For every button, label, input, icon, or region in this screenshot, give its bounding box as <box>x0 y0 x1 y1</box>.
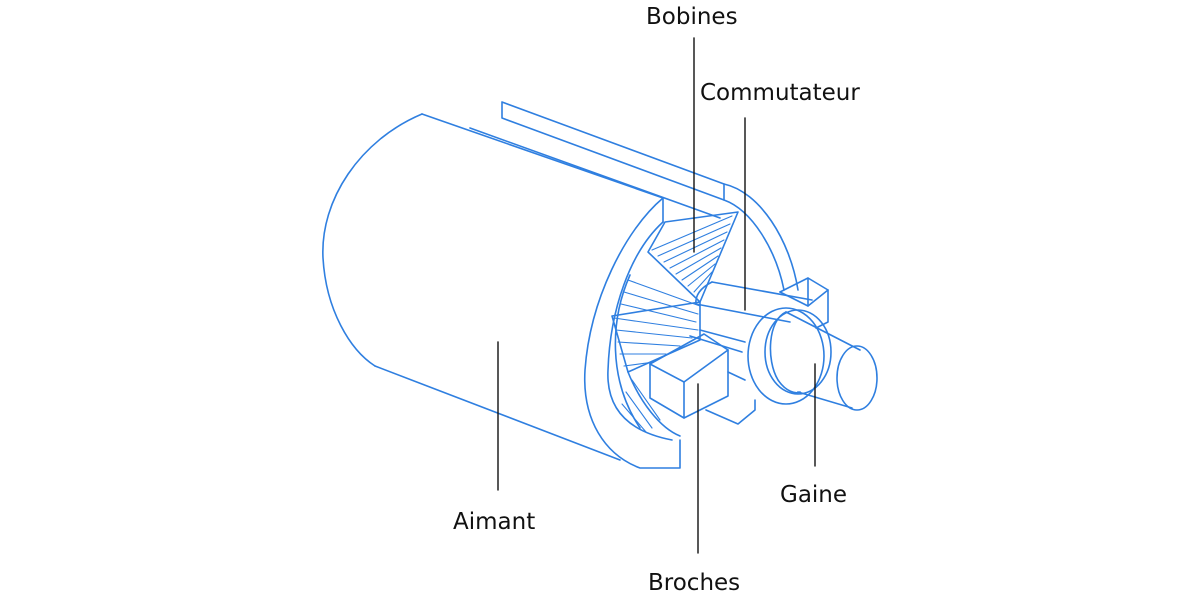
magnet-cylinder <box>322 113 681 469</box>
back-housing <box>469 101 799 291</box>
rear-brush <box>779 277 829 329</box>
motor-drawing <box>322 101 878 469</box>
label-gaine: Gaine <box>780 482 848 508</box>
label-aimant: Aimant <box>453 509 536 535</box>
leader-lines <box>497 37 816 554</box>
armature-front <box>611 211 739 437</box>
label-commutateur: Commutateur <box>700 80 860 106</box>
label-broches: Broches <box>648 570 741 596</box>
commutator <box>689 281 832 405</box>
coil-hatching <box>613 215 733 433</box>
front-brush <box>649 333 756 425</box>
shaft <box>769 311 878 411</box>
label-bobines: Bobines <box>646 4 738 30</box>
